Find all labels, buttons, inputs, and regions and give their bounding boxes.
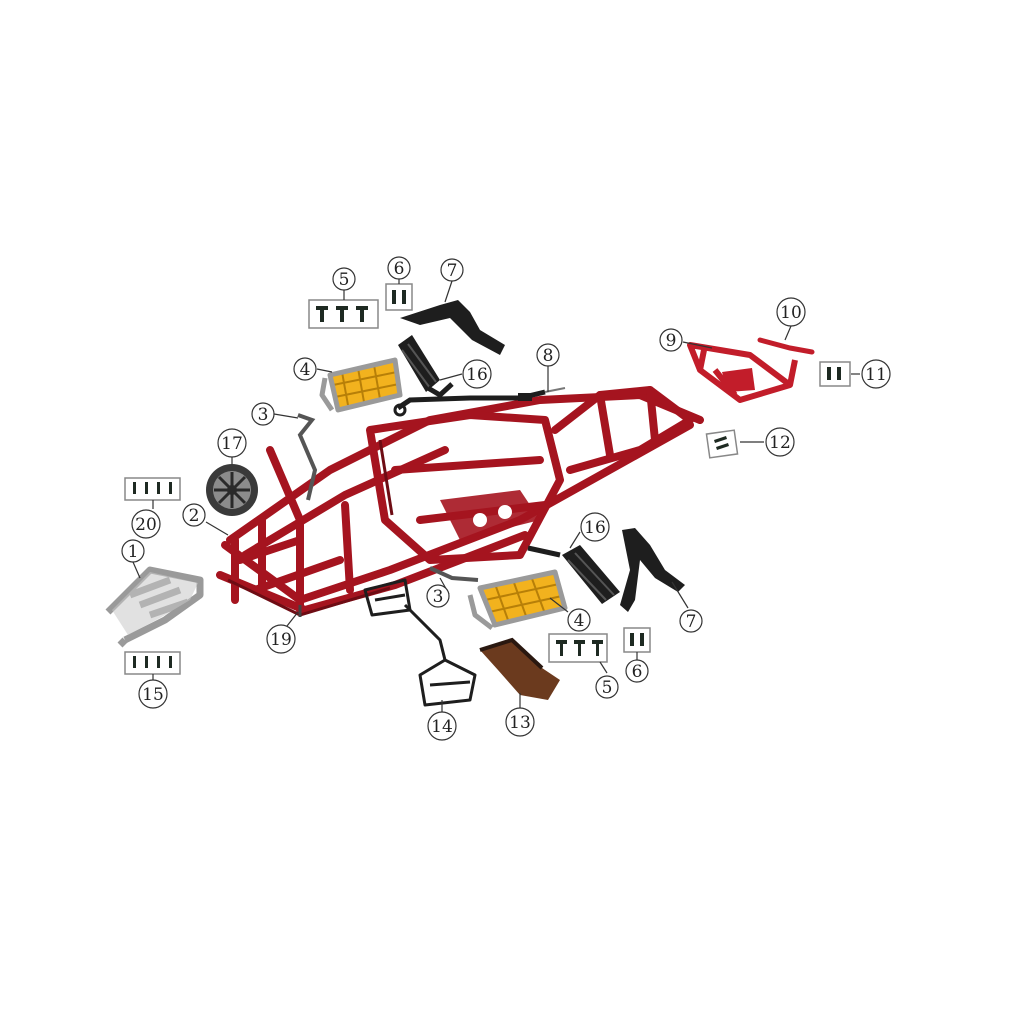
callout-number: 7 — [447, 261, 458, 281]
floor-hole — [473, 513, 487, 527]
callout-3-upper: 3 — [251, 402, 275, 426]
callout-number: 16 — [466, 365, 488, 385]
callout-number: 19 — [270, 630, 292, 650]
pin-set-6-lower — [623, 627, 651, 653]
callout-number: 3 — [258, 405, 269, 425]
pin-set-12 — [705, 429, 739, 459]
wire-guard — [363, 578, 477, 707]
floor-hole — [498, 505, 512, 519]
callout-13: 13 — [505, 707, 535, 737]
callout-number: 12 — [769, 433, 791, 453]
bracket-lower — [620, 528, 685, 612]
frame-floor-plate — [440, 490, 540, 540]
callout-number: 11 — [865, 365, 887, 385]
callout-12: 12 — [765, 427, 795, 457]
callout-14: 14 — [427, 711, 457, 741]
callout-4-lower: 4 — [567, 608, 591, 632]
callout-5-lower: 5 — [595, 675, 619, 699]
round-fan-cover — [206, 464, 258, 516]
rear-subframe — [687, 342, 798, 403]
callout-15: 15 — [138, 679, 168, 709]
pin-set-20 — [124, 477, 181, 501]
callout-number: 20 — [135, 515, 157, 535]
callout-number: 14 — [431, 717, 453, 737]
pin-set-15 — [124, 651, 181, 675]
callout-number: 6 — [394, 259, 405, 279]
bracket-upper — [400, 300, 505, 355]
callout-6-lower: 6 — [625, 659, 649, 683]
callout-number: 5 — [339, 270, 350, 290]
callout-number: 2 — [189, 506, 200, 526]
callout-5-upper: 5 — [332, 267, 356, 291]
pin-set-11 — [819, 361, 851, 387]
bent-rod-lower — [429, 566, 479, 582]
callout-8: 8 — [536, 343, 560, 367]
skid-guard-edge — [479, 637, 544, 670]
callout-19: 19 — [266, 624, 296, 654]
callout-9: 9 — [659, 328, 683, 352]
footrest-upper — [319, 357, 403, 413]
foot-peg-lower — [527, 545, 620, 604]
callout-number: 5 — [602, 678, 613, 698]
callout-6-upper: 6 — [387, 256, 411, 280]
callout-16-upper: 16 — [462, 359, 492, 389]
callout-number: 15 — [142, 685, 164, 705]
callout-7-upper: 7 — [440, 258, 464, 282]
callout-number: 4 — [300, 360, 311, 380]
callout-number: 4 — [574, 611, 585, 631]
callout-20: 20 — [131, 509, 161, 539]
callout-4-upper: 4 — [293, 357, 317, 381]
bolt-set-5-upper — [308, 299, 379, 329]
callout-2: 2 — [182, 503, 206, 527]
leader-lines — [132, 279, 860, 712]
foot-peg-upper — [398, 335, 454, 399]
callout-number: 8 — [543, 346, 554, 366]
rear-bracket — [757, 337, 815, 355]
skid-guard — [480, 640, 560, 700]
callout-number: 6 — [632, 662, 643, 682]
pin-set-6-upper — [385, 283, 413, 311]
callout-3-lower: 3 — [426, 584, 450, 608]
footrest-lower — [467, 569, 568, 630]
callout-10: 10 — [776, 297, 806, 327]
callout-1: 1 — [121, 539, 145, 563]
callout-number: 1 — [128, 542, 139, 562]
callout-11: 11 — [861, 359, 891, 389]
callout-number: 13 — [509, 713, 531, 733]
callout-number: 10 — [780, 303, 802, 323]
callout-number: 3 — [433, 587, 444, 607]
callout-number: 16 — [584, 518, 606, 538]
callout-16-lower: 16 — [580, 512, 610, 542]
callout-17: 17 — [217, 428, 247, 458]
rear-subframe-plate — [722, 368, 755, 392]
bolt-set-5-lower — [548, 633, 608, 663]
callout-7-lower: 7 — [679, 609, 703, 633]
callout-number: 17 — [221, 434, 243, 454]
callout-number: 9 — [666, 331, 677, 351]
bent-rod-upper — [297, 413, 318, 501]
callout-number: 7 — [686, 612, 697, 632]
front-rack-panel — [112, 572, 198, 635]
